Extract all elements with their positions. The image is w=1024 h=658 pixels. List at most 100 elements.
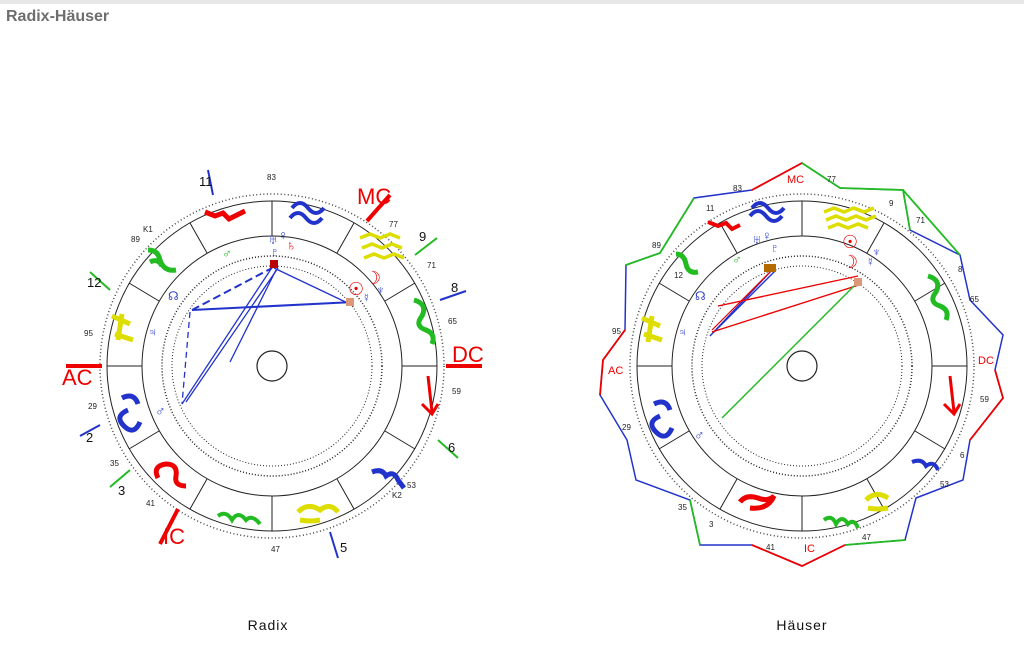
capricorn-icon (413, 297, 436, 345)
houses-outline-red (599, 162, 1004, 567)
svg-text:8: 8 (451, 280, 458, 295)
radix-ic-label: IC (163, 524, 185, 549)
svg-text:K1: K1 (143, 225, 153, 234)
radix-chart: ♅ ♀ ♄ ♇ ♂ ☽ ☉ ☿ ♆ ☊ ♃ ♂ 83 77 (62, 169, 484, 559)
svg-text:29: 29 (622, 423, 631, 432)
pisces-icon (748, 201, 786, 223)
aries-icon (707, 220, 741, 232)
moon-icon: ☽ (842, 252, 858, 272)
houses-ic-label: IC (804, 543, 815, 555)
houses-zodiac-ring-inner (671, 235, 933, 497)
sagittarius-icon (420, 375, 440, 417)
svg-text:53: 53 (940, 480, 949, 489)
leo-icon (153, 461, 187, 489)
mars-icon: ♂ (155, 403, 166, 419)
radix-ic-cusp (158, 508, 180, 545)
svg-text:11: 11 (199, 174, 213, 189)
houses-degree-labels: 83 77 71 65 59 53 47 41 35 29 95 89 3 6 … (612, 175, 989, 552)
svg-text:89: 89 (131, 235, 140, 244)
aquarius-icon (823, 206, 877, 230)
radix-inner-tick-ring (161, 255, 383, 477)
houses-sign-dividers (637, 201, 967, 531)
sagittarius-icon (942, 375, 962, 417)
svg-text:8: 8 (958, 265, 963, 274)
moon-icon: ☽ (365, 268, 381, 288)
svg-text:35: 35 (110, 459, 119, 468)
houses-ac-label: AC (608, 365, 623, 377)
radix-angle-labels: AC DC MC IC (62, 184, 484, 549)
svg-text:K2: K2 (392, 491, 402, 500)
radix-planets: ♅ ♀ ♄ ♇ ♂ ☽ ☉ ☿ ♆ ☊ ♃ ♂ (148, 227, 385, 419)
mercury-icon: ☿ (362, 291, 371, 305)
scorpio-icon (911, 458, 940, 471)
capricorn-icon (927, 273, 950, 321)
houses-mc-label: MC (787, 174, 804, 186)
taurus-icon (675, 251, 699, 275)
jupiter-icon: ♃ (678, 325, 687, 339)
radix-sign-dividers (107, 201, 437, 531)
svg-text:83: 83 (267, 173, 276, 182)
radix-zodiac-glyphs (110, 201, 440, 526)
svg-text:47: 47 (862, 533, 871, 542)
mars-icon-top: ♂ (222, 246, 232, 261)
houses-inner-tick-ring (691, 255, 913, 477)
radix-mc-label: MC (357, 184, 391, 209)
svg-text:59: 59 (452, 387, 461, 396)
houses-zodiac-ring-outer (636, 200, 968, 532)
pluto-icon: ♇ (770, 241, 779, 255)
radix-dc-label: DC (452, 342, 484, 367)
svg-text:6: 6 (960, 451, 965, 460)
virgo-icon (822, 515, 860, 529)
houses-planet-marker-1 (764, 264, 776, 272)
houses-angle-labels: AC DC MC IC (608, 174, 994, 555)
svg-text:53: 53 (407, 481, 416, 490)
leo-icon (738, 494, 777, 511)
houses-center-circle (786, 350, 818, 382)
mars-icon: ♂ (694, 427, 705, 443)
uranus-icon: ♅ (268, 231, 279, 247)
neptune-icon: ♆ (376, 283, 385, 297)
svg-text:12: 12 (674, 271, 683, 280)
houses-outline-green (625, 162, 961, 546)
svg-text:59: 59 (980, 395, 989, 404)
svg-text:95: 95 (84, 329, 93, 338)
svg-text:9: 9 (889, 199, 894, 208)
gemini-icon (110, 313, 134, 343)
houses-outer-tick-ring (629, 193, 975, 539)
svg-text:71: 71 (427, 261, 436, 270)
radix-ac-label: AC (62, 365, 93, 390)
svg-text:5: 5 (340, 540, 347, 555)
pisces-icon (288, 201, 326, 225)
taurus-icon (147, 247, 177, 273)
svg-text:11: 11 (706, 204, 715, 213)
gemini-icon (640, 315, 663, 343)
svg-text:2: 2 (86, 430, 93, 445)
svg-text:9: 9 (419, 229, 426, 244)
page-title: Radix-Häuser (6, 8, 110, 25)
jupiter-icon: ♃ (148, 325, 157, 339)
mercury-icon: ☿ (866, 255, 875, 269)
venus-icon: ♀ (278, 227, 289, 243)
aries-icon (204, 208, 247, 223)
houses-chart: ♅ ♀ ♇ ♂ ☉ ☽ ☿ ♆ ☊ ♃ ♂ 83 77 71 65 59 (599, 162, 1004, 567)
svg-text:65: 65 (448, 317, 457, 326)
radix-caption: Radix (247, 617, 289, 633)
venus-icon: ♀ (762, 228, 772, 243)
svg-text:95: 95 (612, 327, 621, 336)
uranus-icon: ♅ (752, 232, 762, 247)
svg-text:12: 12 (87, 275, 101, 290)
node-icon: ☊ (695, 289, 706, 303)
libra-icon (864, 492, 890, 512)
scorpio-icon (371, 468, 406, 490)
svg-text:65: 65 (970, 295, 979, 304)
sun-icon: ☉ (842, 232, 858, 252)
radix-zodiac-ring-inner (141, 235, 403, 497)
radix-house-numbers: 11 12 2 3 5 6 8 9 (86, 174, 458, 555)
pluto-icon: ♇ (270, 245, 279, 259)
mars-icon-top: ♂ (732, 252, 742, 267)
svg-text:41: 41 (766, 543, 775, 552)
svg-text:89: 89 (652, 241, 661, 250)
radix-outer-tick-ring (99, 193, 445, 539)
radix-aspect-lines (181, 265, 355, 405)
